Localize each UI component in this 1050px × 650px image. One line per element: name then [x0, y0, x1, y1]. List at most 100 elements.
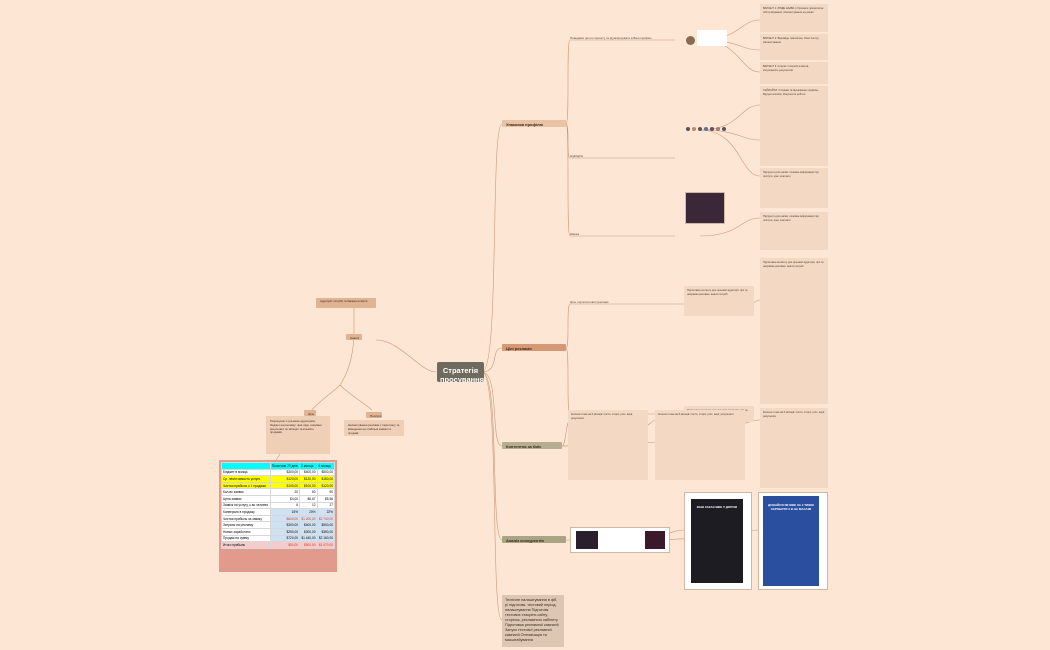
card-goal-audience: Підготовка контенту для цільової аудитор…	[684, 286, 754, 316]
sheet-cell: 27	[316, 501, 335, 510]
sheet-row: Чистая прибыль с 1 продажи$100,00$100,00…	[221, 481, 335, 490]
sheet-row: Ср. чек/стоимость услуги$120,00$120,00$1…	[221, 475, 335, 483]
sheet-row: Чистая прибыль за заявку$600,00$1 200,00…	[221, 514, 335, 523]
sheet-cell: Конверсия в продажу	[221, 508, 271, 516]
sheet-cell: $100,00	[269, 481, 301, 490]
highlight-icon	[716, 127, 720, 131]
sheet-cell: Бюджет в місяць	[221, 468, 271, 477]
sheet-cell: 15%	[269, 508, 301, 516]
sheet-row: Новых заработано$250,00$300,00$350,00	[221, 527, 335, 536]
sheet-cell: $400,00	[299, 468, 318, 477]
card-header-detail: Підгрунтя для шапки: основна інформація …	[760, 212, 828, 250]
competitor-thumb	[576, 531, 598, 549]
highlight-icon	[710, 127, 714, 131]
branch-profile-packaging[interactable]: Упаковка профілю	[502, 120, 566, 127]
sheet-cell: 6	[269, 501, 301, 510]
sheet-cell: Кол-во заявок	[221, 488, 271, 496]
sheet-cell: $350,00	[316, 527, 335, 536]
sheet-cell: $600,00	[269, 514, 301, 523]
sheet-header-row: Початкові 20 днів 3 місяць 6 місяць	[221, 462, 335, 470]
sheet-cell: $2 160,00	[316, 534, 335, 543]
sheet-cell: $1 200,00	[299, 514, 318, 523]
left-note-budget: Розрахунок з цільовою аудиторією; бюджет…	[266, 416, 330, 454]
highlight-icon	[692, 127, 696, 131]
branch-content[interactable]: Контентна за 6міс	[502, 442, 562, 449]
competitor-thumb	[645, 531, 665, 549]
sheet-cell: Чистая прибыль за заявку	[221, 514, 271, 523]
header-image	[685, 192, 725, 224]
card-header-info: Підгрунтя для шапки: основна інформація …	[760, 168, 828, 208]
profile-preview	[697, 30, 727, 46]
sheet-row: Затраты на рекламу$300,00$400,00$500,00	[221, 521, 335, 529]
competitor-ad-1-title: ВАШ ЗАКАЗ ВЖЕ У ДОРОЗІ	[696, 505, 738, 509]
left-node-audience[interactable]: Аудиторія: потреби та бажання клієнтів	[316, 298, 376, 308]
sheet-cell: $400,00	[299, 521, 318, 529]
sheet-cell: $1 440,00	[299, 534, 318, 543]
sheet-cell: Заявок на услугу, к-во человек	[221, 501, 271, 510]
sheet-cell: $300,00	[269, 468, 301, 477]
profile-avatar	[686, 36, 695, 45]
highlight-icon	[704, 127, 708, 131]
sheet-row: Продаж на сумму$720,00$1 440,00$2 160,00	[221, 534, 335, 543]
left-node-services[interactable]: Послуги	[366, 412, 382, 418]
sheet-cell: $300,00	[299, 527, 318, 536]
branch-setup-note[interactable]: Технічне налаштування в фб, р/ підготовк…	[502, 595, 564, 647]
sheet-cell: $250,00	[269, 527, 301, 536]
card-content-plan-2: Контент-план на 6 місяців: пости, сторіс…	[655, 410, 745, 480]
card-content-plan-3: Контент-план на 6 місяців: пости, сторіс…	[760, 408, 828, 488]
card-variant-3: ВАРІАНТ 3: Інтерес і потреби клієнтів, А…	[760, 62, 828, 84]
sheet-cell: Чистая прибыль с 1 продажи	[221, 481, 271, 490]
sheet-cell: $500,00	[316, 468, 335, 477]
sheet-header: Початкові 20 днів	[269, 462, 301, 470]
sheet-cell: 90	[316, 488, 335, 496]
left-node-analysis[interactable]: Аналіз	[346, 334, 362, 340]
branch-competitors[interactable]: Аналіз конкурентів	[502, 536, 566, 543]
profile-sub-header: Шапка	[570, 232, 580, 236]
sheet-cell: $160,00	[316, 475, 335, 483]
sheet-cell: 22%	[316, 508, 335, 516]
card-variant-2: ВАРІАНТ 2: Відповідь тематична, Опис пос…	[760, 34, 828, 60]
sheet-cell: $5,56	[316, 494, 335, 503]
profile-sub-intro: Поведінки цілого проекту та функціонуват…	[570, 36, 652, 40]
sheet-cell: $120,00	[316, 481, 335, 490]
central-topic[interactable]: Стратегія просування	[437, 362, 484, 382]
card-content-plan-1: Контент-план на 6 місяців: пости, сторіс…	[568, 410, 648, 480]
competitor-screenshot	[570, 527, 670, 553]
sheet-cell: Итого прибыль	[221, 541, 271, 549]
sheet-cell: $500,00	[316, 521, 335, 529]
sheet-cell: $120,00	[299, 475, 318, 483]
sheet-cell: Цена заявки	[221, 494, 271, 503]
branch-ad-goals[interactable]: Цілі реклами	[502, 344, 566, 351]
sheet-header: 3 місяць	[299, 462, 318, 470]
sheet-cell: $1 070,00	[316, 541, 335, 549]
sheet-cell: 12	[299, 501, 318, 510]
sheet-cell: Ср. чек/стоимость услуги	[221, 475, 271, 483]
competitor-ad-2-title: ДІЗНАЙСЯ ЯК ВЖЕ ЗА 4 ТИЖНІ ЗАРОБИТИ 3 В …	[768, 503, 814, 511]
sheet-header	[221, 462, 271, 470]
sheet-cell: 20	[269, 488, 301, 496]
highlight-icon	[686, 127, 690, 131]
sheet-cell: $100,00	[299, 481, 318, 490]
left-note-setup: Налаштування реклами у таргетингу та вив…	[344, 420, 404, 436]
highlight-icon	[698, 127, 702, 131]
goals-sub-1: Ціль таргетингової реклами	[570, 300, 609, 304]
card-goal-list: Підготовка контенту для цільової аудитор…	[760, 258, 828, 404]
highlight-icon	[722, 127, 726, 131]
card-variant-1: ВАРІАНТ 1: #ПІДЕ НАЗВА | Отримати пріори…	[760, 4, 828, 32]
sheet-cell: Новых заработано	[221, 527, 271, 536]
sheet-cell: $720,00	[269, 534, 301, 543]
sheet-cell: $300,00	[269, 521, 301, 529]
sheet-row: Цена заявки$4,00$6,67$5,56	[221, 494, 335, 503]
competitor-ad-1: ВАШ ЗАКАЗ ВЖЕ У ДОРОЗІ	[684, 492, 752, 590]
left-node-goal[interactable]: Ціль	[304, 410, 316, 416]
competitor-ad-2-inner	[763, 496, 819, 586]
competitor-ad-1-inner	[691, 499, 743, 583]
sheet-cell: $500,00	[299, 541, 318, 549]
sheet-cell: $2 700,00	[316, 514, 335, 523]
sheet-cell: 20%	[299, 508, 318, 516]
profile-sub-highlights: Highlights	[570, 154, 584, 158]
